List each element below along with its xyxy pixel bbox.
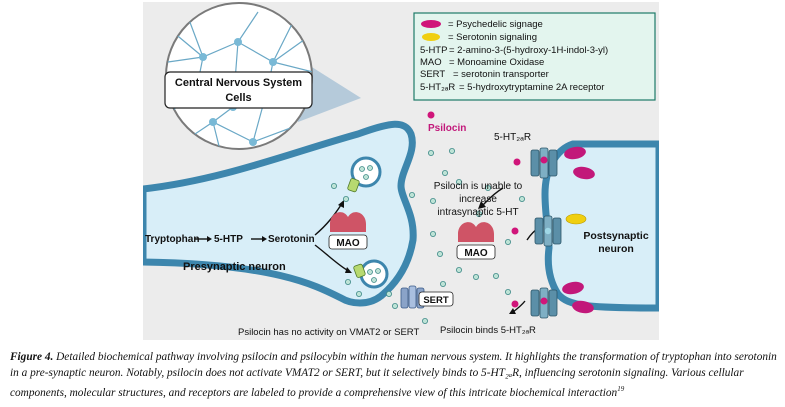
psychedelic-signage-marks (562, 146, 595, 314)
unable-label-line2: increase (459, 194, 497, 205)
serotonin-signaling-mark (565, 213, 587, 225)
caption-label: Figure 4. (10, 351, 54, 363)
legend-row-serotonin: = Serotonin signaling (448, 32, 537, 43)
legend-key-sert: SERT (420, 69, 445, 80)
legend-row-mao: = Monoamine Oxidase (449, 57, 544, 68)
mao-presynaptic: MAO (328, 212, 368, 250)
tryptophan-label: Tryptophan (145, 234, 199, 245)
postsynaptic-label-line2: neuron (598, 243, 634, 255)
vesicle-upper (347, 156, 382, 193)
caption-ref: 19 (617, 385, 625, 393)
vesicle-lower (353, 259, 389, 289)
caption-text: Detailed biochemical pathway involving p… (10, 351, 777, 399)
cns-cells-illustration: Central Nervous System Cells (164, 2, 313, 150)
serotonin-molecules (330, 147, 525, 324)
legend-row-sert: = serotonin transporter (453, 69, 549, 80)
mao-cleft: MAO (456, 222, 496, 260)
htp-label: 5-HTP (214, 234, 243, 245)
svg-text:SERT: SERT (423, 295, 449, 306)
unable-label-line1: Psilocin is unable to (434, 181, 523, 192)
receptor-middle (534, 215, 562, 247)
diagram-svg: Central Nervous System Cells = Psychedel… (143, 2, 659, 340)
sert-transporter: SERT (400, 285, 454, 309)
psilocin-molecules (427, 111, 521, 308)
no-activity-label: Psilocin has no activity on VMAT2 or SER… (238, 327, 419, 338)
postsynaptic-neuron (541, 140, 659, 312)
unable-label-line3: intrasynaptic 5-HT (437, 207, 518, 218)
legend: = Psychedelic signage = Serotonin signal… (413, 12, 656, 101)
svg-text:MAO: MAO (336, 238, 360, 249)
svg-text:MAO: MAO (464, 248, 488, 259)
psilocin-label: Psilocin (428, 123, 466, 134)
legend-key-mao: MAO (420, 57, 442, 68)
legend-row-receptor: = 5-hydroxytryptamine 2A receptor (459, 82, 604, 93)
legend-psychedelic-swatch (421, 20, 441, 28)
legend-serotonin-swatch (422, 33, 440, 41)
postsynaptic-label-line1: Postsynaptic (583, 230, 649, 242)
legend-row-psychedelic: = Psychedelic signage (448, 19, 543, 30)
cns-label-line2: Cells (225, 92, 251, 104)
figure-caption: Figure 4. Detailed biochemical pathway i… (10, 349, 778, 401)
presynaptic-label: Presynaptic neuron (183, 261, 286, 273)
presynaptic-neuron (143, 120, 417, 307)
binds-label: Psilocin binds 5-HT₂ₐR (440, 325, 536, 336)
legend-key-receptor: 5-HT₂ₐR (420, 82, 455, 93)
cns-label-line1: Central Nervous System (175, 77, 302, 89)
figure-panel: Central Nervous System Cells = Psychedel… (143, 2, 659, 340)
legend-row-5htp: = 2-amino-3-(5-hydroxy-1H-indol-3-yl) (449, 45, 608, 56)
receptor-label: 5-HT₂ₐR (494, 132, 531, 143)
legend-key-5htp: 5-HTP (420, 45, 447, 56)
receptor-lower (530, 287, 558, 319)
receptor-upper (530, 147, 558, 179)
serotonin-label: Serotonin (268, 234, 315, 245)
